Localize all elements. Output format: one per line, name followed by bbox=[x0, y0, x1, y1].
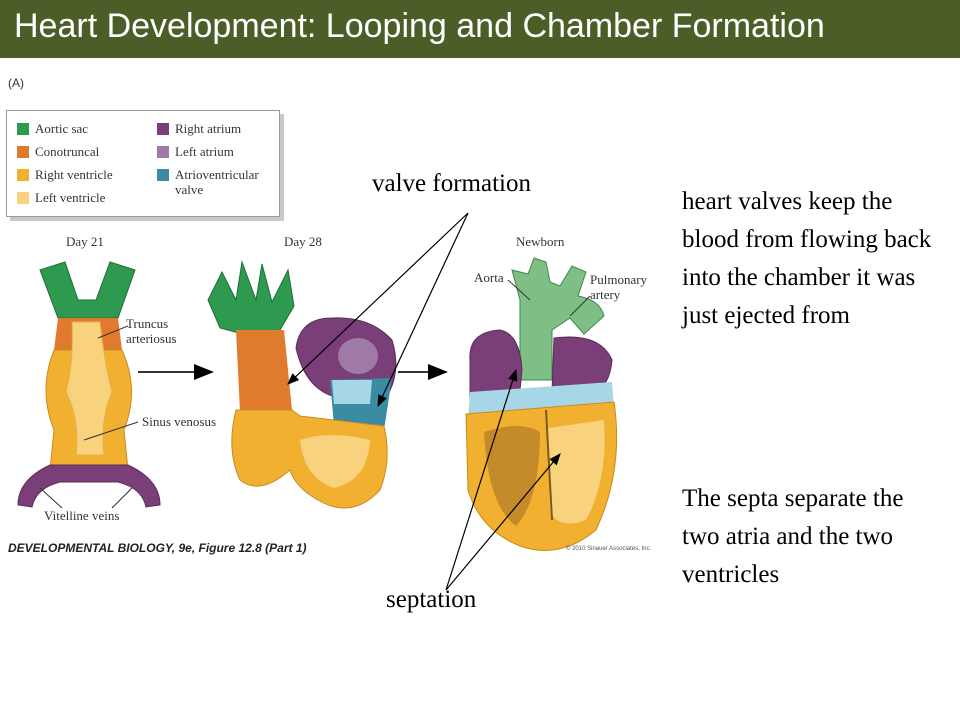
legend-label-right-atrium: Right atrium bbox=[175, 121, 242, 136]
figure-caption: DEVELOPMENTAL BIOLOGY, 9e, Figure 12.8 (… bbox=[8, 541, 307, 555]
legend-label-left-atrium: Left atrium bbox=[175, 144, 234, 159]
day28-looped-heart bbox=[207, 260, 397, 509]
septation-label: septation bbox=[386, 586, 477, 613]
copyright-notice: © 2010 Sinauer Associates, Inc. bbox=[566, 546, 652, 552]
day21-aortic-sac bbox=[39, 261, 136, 319]
day21-inner-lumen bbox=[65, 321, 113, 456]
newborn-great-vessels bbox=[511, 257, 605, 381]
valve-formation-label: valve formation bbox=[372, 170, 531, 197]
legend-swatch-left-atrium bbox=[157, 146, 169, 158]
septation-arrow-1 bbox=[445, 368, 518, 591]
color-legend: Aortic sac Conotruncal Right ventricle L… bbox=[6, 110, 280, 217]
label-aorta: Aorta bbox=[474, 270, 504, 285]
day28-conotruncus bbox=[236, 330, 292, 412]
legend-swatch-conotruncal bbox=[17, 146, 29, 158]
legend-swatch-right-ventricle bbox=[17, 169, 29, 181]
stage-label-day28: Day 28 bbox=[284, 234, 322, 249]
valve-formation-arrow-1 bbox=[287, 212, 469, 385]
label-vitelline-veins: Vitelline veins bbox=[44, 508, 120, 523]
title-bar: Heart Development: Looping and Chamber F… bbox=[0, 0, 960, 58]
legend-swatch-left-ventricle bbox=[17, 192, 29, 204]
slide-title: Heart Development: Looping and Chamber F… bbox=[14, 7, 825, 45]
valve-formation-arrow-2 bbox=[377, 212, 469, 408]
label-pulmonary-artery: Pulmonary artery bbox=[590, 272, 648, 302]
day21-vitelline-veins bbox=[17, 464, 161, 508]
septation-arrow-2 bbox=[445, 453, 561, 591]
legend-label-left-ventricle: Left ventricle bbox=[35, 190, 106, 205]
legend-swatch-right-atrium bbox=[157, 123, 169, 135]
label-truncus-arteriosus: Truncus arteriosus bbox=[126, 316, 177, 346]
legend-swatch-av-valve bbox=[157, 169, 169, 181]
legend-label-right-ventricle: Right ventricle bbox=[35, 167, 113, 182]
legend-label-conotruncal: Conotruncal bbox=[35, 144, 100, 159]
legend-label-aortic-sac: Aortic sac bbox=[35, 121, 89, 136]
panel-label: (A) bbox=[8, 76, 24, 90]
day28-aortic-sac bbox=[207, 260, 295, 337]
label-sinus-venosus: Sinus venosus bbox=[142, 414, 217, 429]
legend-swatch-aortic-sac bbox=[17, 123, 29, 135]
septa-note: The septa separate the two atria and the… bbox=[682, 485, 904, 588]
legend-label-av-valve: Atrioventricular valve bbox=[175, 167, 259, 197]
valves-note: heart valves keep the blood from flowing… bbox=[682, 188, 932, 329]
stage-label-day21: Day 21 bbox=[66, 234, 104, 249]
stage-label-newborn: Newborn bbox=[516, 234, 565, 249]
day21-heart-tube bbox=[17, 261, 161, 508]
